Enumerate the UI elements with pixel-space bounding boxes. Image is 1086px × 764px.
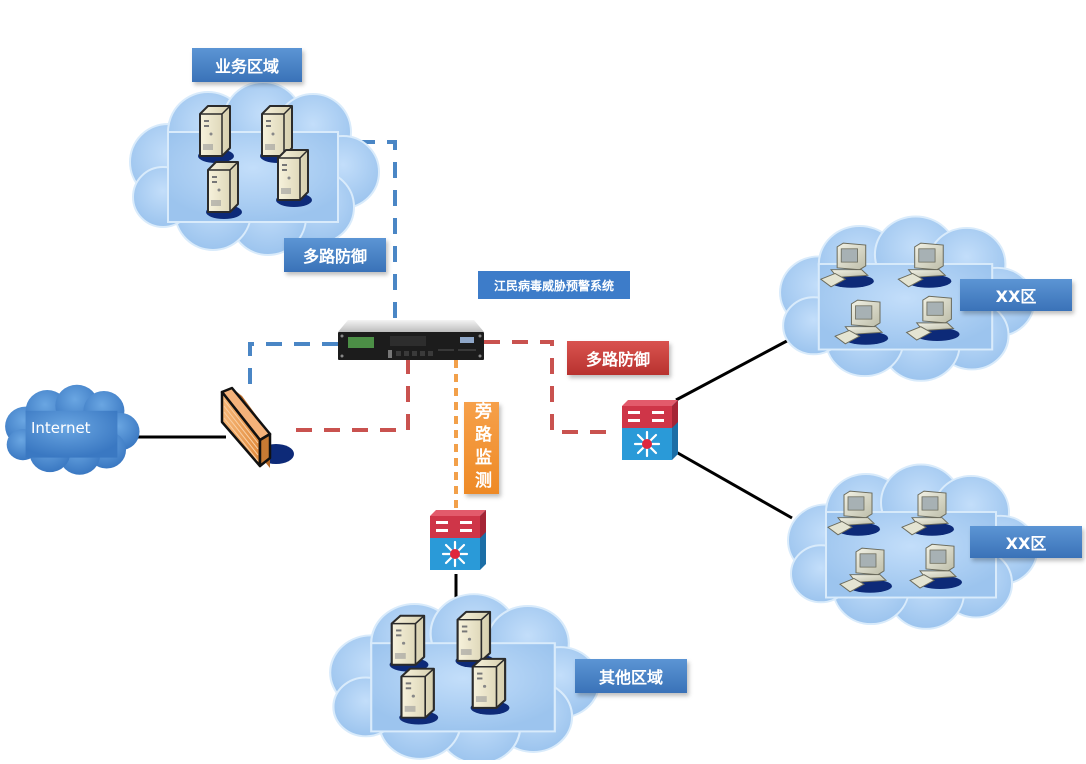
firewall-icon: [220, 386, 294, 468]
link-appliance-switch-right: [484, 340, 610, 434]
business-zone-label: 业务区域: [192, 48, 302, 82]
server-icon: [275, 149, 313, 208]
core-switch-bottom-icon: [428, 508, 488, 572]
bypass-monitor-label: 旁路监测: [464, 402, 499, 494]
other-zone-cloud: [329, 593, 601, 764]
other-zone-label: 其他区域: [575, 659, 687, 693]
threat-warning-appliance: [338, 320, 484, 360]
server-icon: [398, 667, 440, 726]
core-switch-right-icon: [620, 398, 680, 462]
link-switch-xx-zone-top: [675, 332, 801, 402]
business-zone-cloud: [129, 81, 380, 256]
server-icon: [205, 161, 243, 220]
link-appliance-business-zone: [360, 140, 397, 318]
xx-zone-bottom-label: XX区: [970, 526, 1082, 558]
link-appliance-firewall-blue: [248, 342, 338, 392]
multi-defense-label-right: 多路防御: [567, 341, 669, 375]
multi-defense-label-top: 多路防御: [284, 238, 386, 272]
server-icon: [469, 657, 511, 716]
link-appliance-firewall-red: [288, 358, 410, 432]
xx-zone-top-label: XX区: [960, 279, 1072, 311]
internet-label: Internet: [31, 419, 91, 437]
system-title-label: 江民病毒威胁预警系统: [478, 271, 630, 299]
server-icon: [388, 614, 430, 673]
link-switch-xx-zone-bottom: [675, 450, 793, 520]
server-icon: [197, 105, 235, 164]
